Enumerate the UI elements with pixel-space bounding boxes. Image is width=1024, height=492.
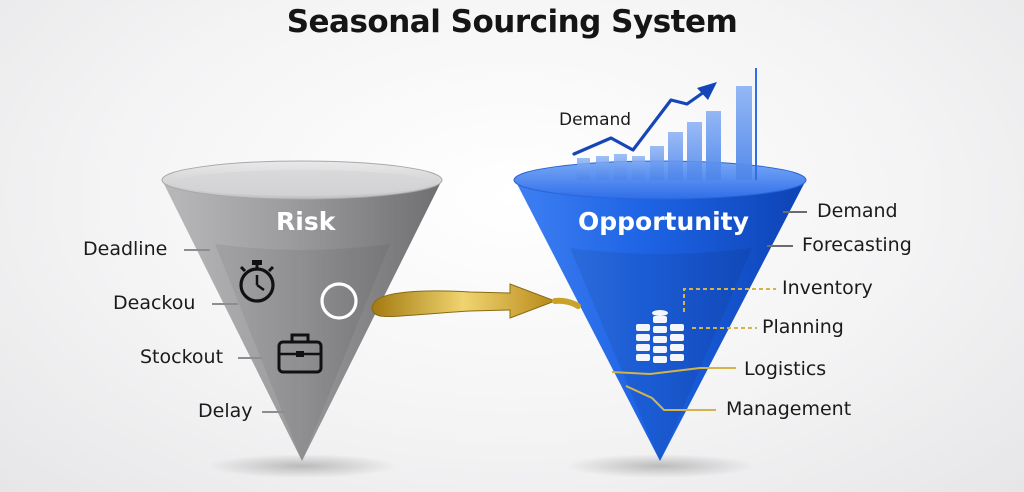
demand-bar — [687, 122, 702, 180]
opportunity-funnel-title: Opportunity — [578, 207, 749, 236]
page-title: Seasonal Sourcing System — [286, 4, 738, 40]
gold-transfer-arrow — [371, 283, 581, 319]
risk-label-deackou: Deackou — [113, 292, 196, 314]
stopwatch-icon — [239, 260, 275, 303]
circle-icon — [320, 282, 358, 320]
demand-bar — [577, 158, 590, 180]
risk-funnel-title: Risk — [276, 207, 336, 236]
opportunity-label-management: Management — [726, 398, 852, 420]
opportunity-label-inventory: Inventory — [782, 277, 873, 299]
demand-bar — [706, 111, 721, 180]
risk-label-stockout: Stockout — [140, 346, 224, 368]
demand-bar — [632, 156, 645, 180]
opportunity-label-demand: Demand — [817, 200, 898, 222]
opportunity-leader-lines — [611, 211, 807, 411]
trend-arrow-icon — [572, 82, 717, 156]
demand-bar-chart — [572, 68, 757, 180]
opportunity-label-forecasting: Forecasting — [802, 234, 912, 256]
chart-label-demand: Demand — [559, 110, 632, 130]
briefcase-icon — [277, 333, 323, 374]
database-stack-icon — [636, 310, 684, 363]
opportunity-label-logistics: Logistics — [744, 358, 827, 380]
demand-bar — [668, 132, 683, 180]
risk-leader-lines — [184, 249, 284, 413]
demand-bar — [736, 86, 752, 180]
demand-bar — [650, 146, 664, 180]
demand-bar — [614, 154, 627, 180]
risk-label-deadline: Deadline — [83, 238, 168, 260]
opportunity-funnel-shadow — [565, 454, 755, 478]
demand-bar — [596, 156, 609, 180]
risk-funnel-shadow — [207, 454, 397, 478]
opportunity-label-planning: Planning — [762, 316, 844, 338]
risk-label-delay: Delay — [198, 400, 253, 422]
